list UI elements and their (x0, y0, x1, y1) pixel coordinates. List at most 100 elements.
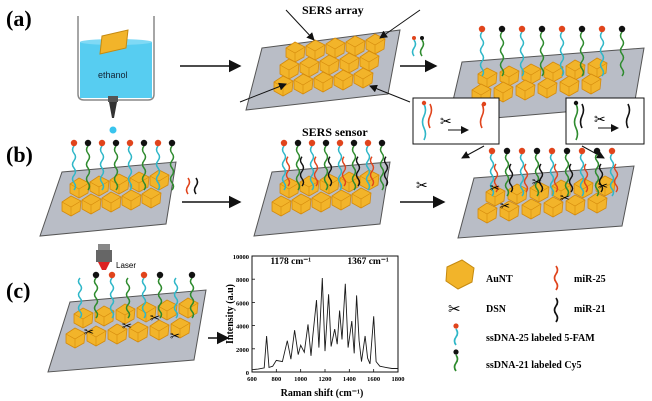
ssdna25-strand (281, 145, 287, 191)
aunt-cube (311, 191, 332, 213)
target-mirna-strand (583, 163, 589, 193)
panel-label-b: (b) (6, 142, 33, 167)
aunt-cube (128, 321, 149, 343)
aunt-cube (499, 200, 520, 222)
spectrum-line (251, 277, 398, 371)
aunt-cube (499, 65, 520, 87)
cy5-label-dot (140, 139, 148, 147)
aunt-cube (333, 69, 354, 91)
aunt-cube (565, 194, 586, 216)
sers-array-title: SERS array (302, 3, 364, 17)
aunt-cube (299, 56, 320, 78)
dsn-enzyme-icon: ✂ (500, 199, 510, 213)
cy5-label-dot (156, 271, 164, 279)
ssdna21-strand (113, 145, 119, 191)
fam-label-dot (98, 139, 106, 147)
target-mirna-strand (553, 163, 559, 193)
ssdna25-icon (453, 323, 459, 346)
fam-label-dot (70, 139, 78, 147)
target-mirna-strand (613, 163, 619, 193)
aunt-cube (86, 325, 107, 347)
mir25-icon (553, 265, 559, 291)
cy5-label-dot (294, 139, 302, 147)
aunt-cube (353, 67, 374, 89)
aunt-cube (291, 193, 312, 215)
aunt-cube (493, 81, 514, 103)
ssdna21-strand (141, 145, 147, 191)
mir21-icon (553, 297, 559, 323)
cleaved-slide-b3: ✂✂✂✂✂ (457, 147, 635, 239)
ssdna21-strand (85, 145, 91, 191)
aunt-cube (477, 202, 498, 224)
panel-label-a: (a) (6, 6, 32, 31)
target-mirna-strand (369, 156, 375, 187)
x-tick-label: 1800 (392, 376, 405, 383)
peak-annotation-1178: 1178 cm⁻¹ (270, 257, 311, 267)
fam-label-dot (108, 271, 116, 279)
laser-label: Laser (116, 261, 136, 270)
y-tick-label: 0 (246, 370, 249, 377)
ssdna25-strand (489, 153, 495, 197)
cy5-label-dot (618, 25, 626, 33)
y-tick-label: 6000 (236, 300, 249, 307)
aunt-cube (543, 196, 564, 218)
cy5-label-dot (188, 271, 196, 279)
dsn-enzyme-icon: ✂ (150, 311, 160, 325)
target-mirna-strand (568, 163, 574, 193)
substrate-in-beaker (99, 29, 129, 55)
aunt-cube (543, 61, 564, 83)
cy5-label-dot (593, 147, 601, 155)
ssdna21-strand (534, 153, 540, 197)
ssdna25-strand (337, 145, 343, 191)
ssdna25-strand (479, 31, 485, 77)
aunt-cube (115, 303, 136, 325)
ssdna21-strand (499, 31, 505, 77)
target-mirna-strand (538, 163, 544, 193)
dsn-enzyme-icon: ✂ (122, 319, 132, 333)
ssdna21-strand (564, 153, 570, 197)
aunt-cube (587, 192, 608, 214)
y-tick-label: 2000 (236, 347, 249, 354)
cy5-label-dot (322, 139, 330, 147)
aunt-cube (65, 327, 86, 349)
aunt-cube (521, 63, 542, 85)
aunt-cube (521, 198, 542, 220)
aunt-cube (293, 73, 314, 95)
dsn-scissors-icon-3: ✂ (416, 179, 428, 194)
aunt-cube (157, 299, 178, 321)
ssdna25-strand (127, 145, 133, 191)
pointer-1 (285, 9, 315, 41)
pipette (108, 96, 118, 134)
dsn-scissors-icon-2: ✂ (594, 113, 606, 128)
aunt-cube (107, 323, 128, 345)
cleaved-slide-c: ✂✂✂✂ (47, 271, 207, 373)
fam-label-dot (518, 147, 526, 155)
aunt-cube (339, 171, 360, 193)
hybridized-slide-b2 (253, 139, 391, 237)
x-tick-label: 1600 (367, 376, 380, 383)
peak-annotation-1367: 1367 cm⁻¹ (347, 257, 389, 267)
aunt-cube (285, 41, 306, 63)
ssdna21-strand (379, 145, 385, 191)
target-mirna-strand (285, 156, 291, 187)
aunt-cube (313, 71, 334, 93)
aunt-cube (581, 73, 602, 95)
target-mirna-strand (299, 156, 305, 187)
aunt-cube (299, 175, 320, 197)
target-mirna-strand (493, 163, 499, 193)
fam-label-dot (608, 147, 616, 155)
y-axis-label: Intensity (a.u) (225, 284, 236, 344)
aunt-cube (485, 185, 506, 207)
cy5-label-dot (378, 139, 386, 147)
x-tick-label: 1000 (294, 376, 307, 383)
target-mirna-strand (523, 163, 529, 193)
ssdna25-strand (519, 31, 525, 77)
target-mirna-strand (598, 163, 604, 193)
pointer-mech-2 (581, 145, 605, 159)
aunt-cube (271, 195, 292, 217)
legend-ssdna25: ssDNA-25 labeled 5-FAM (486, 333, 595, 344)
aunt-cube (101, 191, 122, 213)
ssdna21-strand (579, 31, 585, 77)
